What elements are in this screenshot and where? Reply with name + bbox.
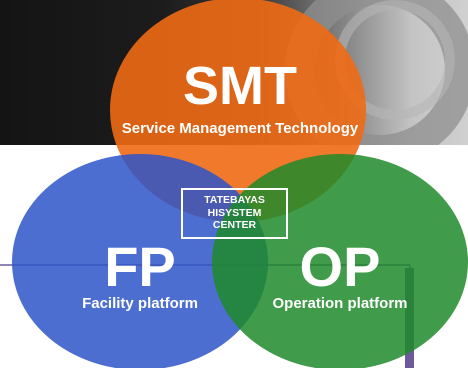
smt-abbreviation: SMT <box>183 56 297 116</box>
smt-full-name: Service Management Technology <box>121 120 359 137</box>
op-full-name: Operation platform <box>272 295 408 312</box>
center-label-line-1: TATEBAYAS <box>204 194 265 206</box>
op-abbreviation: OP <box>299 235 381 298</box>
center-label-line-3: CENTER <box>212 219 257 231</box>
op-circle <box>212 154 468 368</box>
center-label-box: TATEBAYAS HISYSTEM CENTER <box>181 188 288 239</box>
center-label-line-2: HISYSTEM <box>207 206 262 219</box>
fp-abbreviation: FP <box>104 235 176 298</box>
fp-full-name: Facility platform <box>82 295 198 312</box>
fp-circle <box>12 154 268 368</box>
